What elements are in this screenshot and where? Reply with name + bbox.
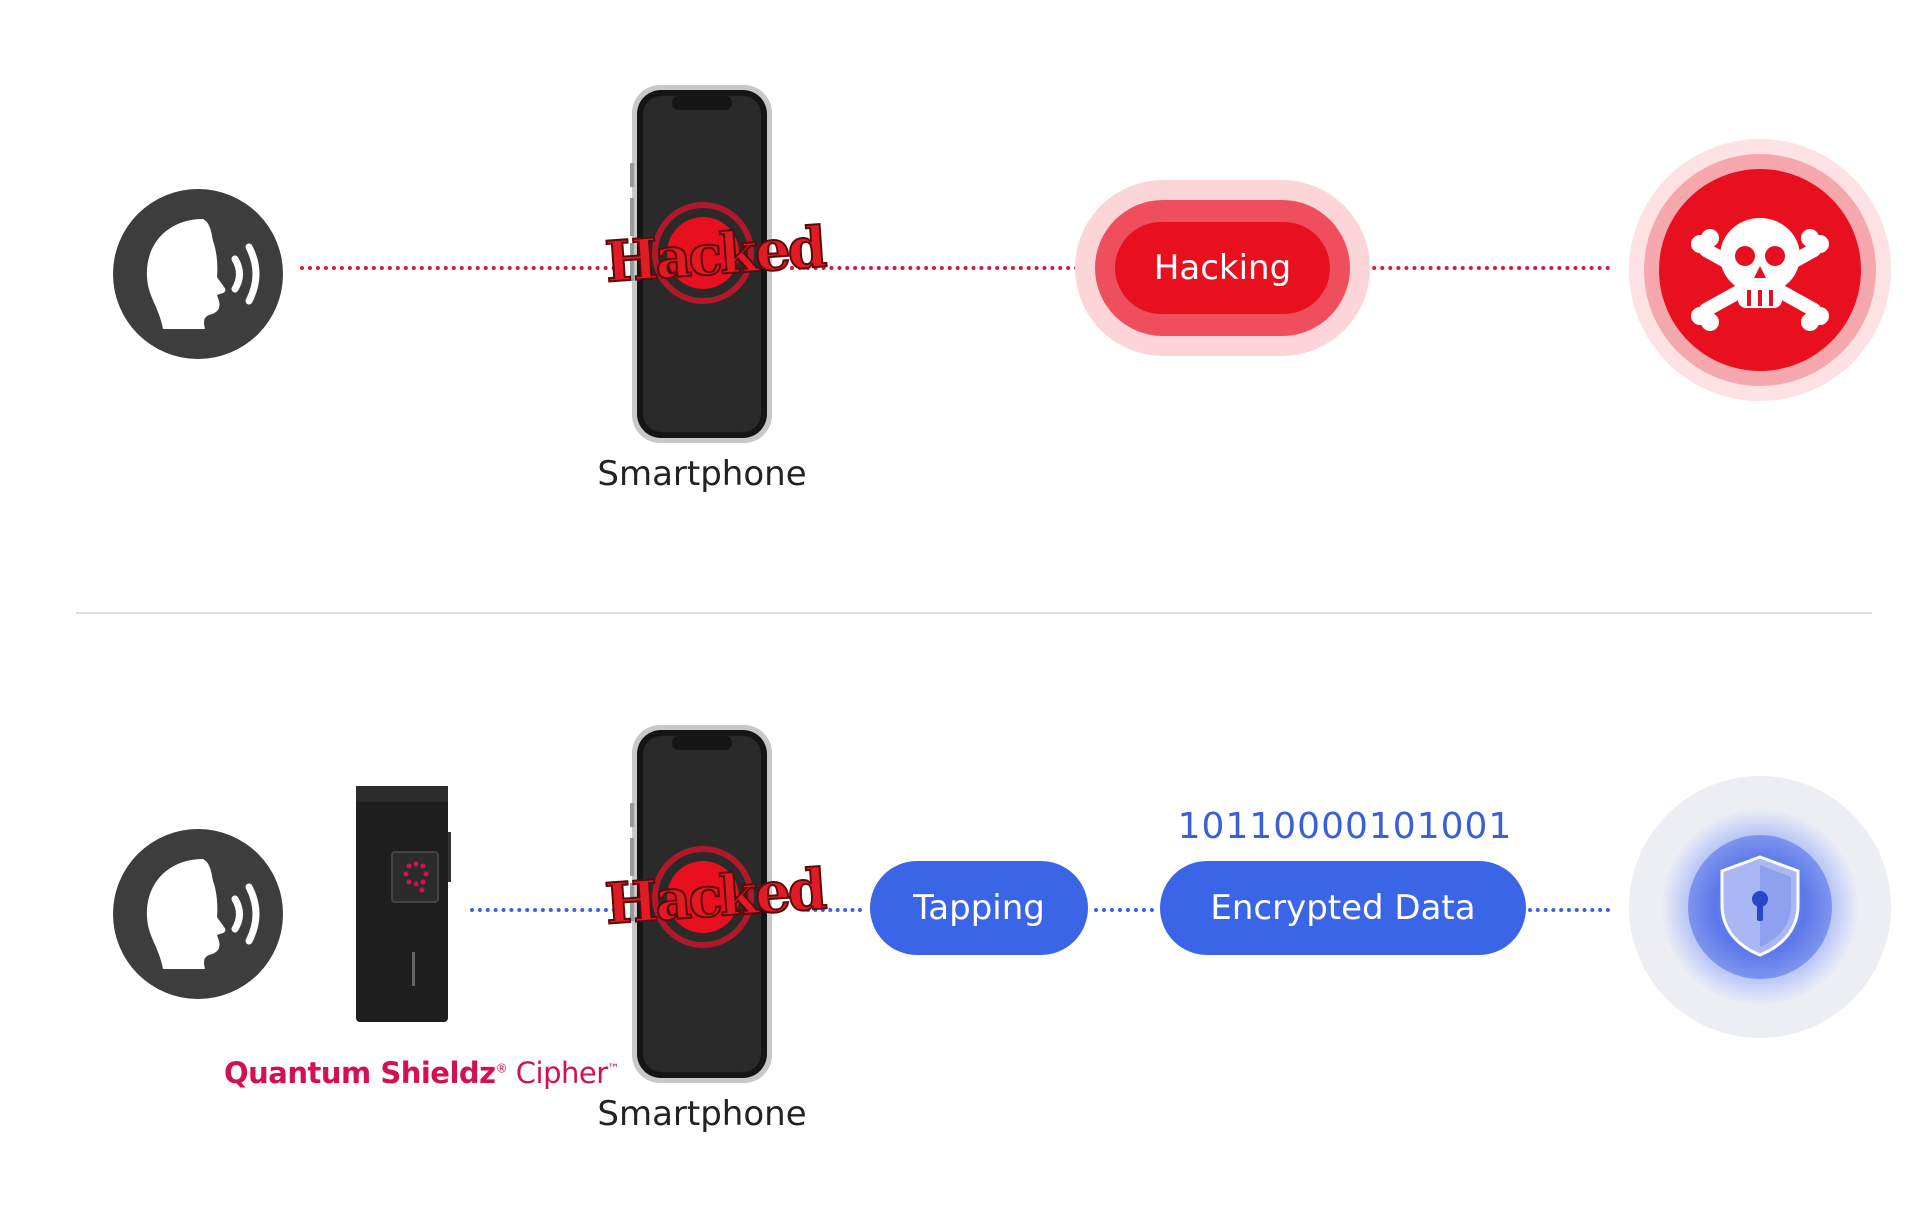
speaking-person-icon (113, 189, 283, 359)
top-connector-2 (790, 266, 1110, 270)
shield-lock-icon (1628, 775, 1892, 1039)
hacked-stamp-text: Hacked (602, 855, 827, 938)
brand-name: Quantum Shieldz (224, 1056, 496, 1090)
hacked-stamp-icon (648, 842, 758, 952)
product-name: Cipher (515, 1056, 608, 1090)
bottom-connector-1 (470, 908, 616, 912)
smartphone-label: Smartphone (597, 454, 807, 494)
bottom-connector-3 (1094, 908, 1154, 912)
smartphone-image (630, 83, 774, 445)
encrypted-data-pill: Encrypted Data (1160, 861, 1526, 955)
bottom-connector-4 (1528, 908, 1610, 912)
top-connector-3 (1340, 266, 1610, 270)
tapping-pill: Tapping (870, 861, 1088, 955)
skull-crossbones-icon (1628, 138, 1892, 402)
cipher-device-label: Quantum Shieldz® Cipher™ (224, 1056, 620, 1090)
cipher-device-icon (352, 782, 452, 1026)
binary-data-text: 10110000101001 (1177, 806, 1513, 847)
hacked-stamp-icon (648, 198, 758, 308)
speaking-person-icon (113, 829, 283, 999)
bottom-connector-2 (806, 908, 862, 912)
section-divider (76, 612, 1872, 614)
smartphone-label: Smartphone (597, 1094, 807, 1134)
registered-mark: ® (495, 1061, 508, 1076)
hacking-pill: Hacking (1115, 222, 1330, 314)
trademark-mark: ™ (607, 1061, 620, 1076)
top-connector-1 (300, 266, 616, 270)
hacked-stamp-text: Hacked (602, 213, 827, 296)
